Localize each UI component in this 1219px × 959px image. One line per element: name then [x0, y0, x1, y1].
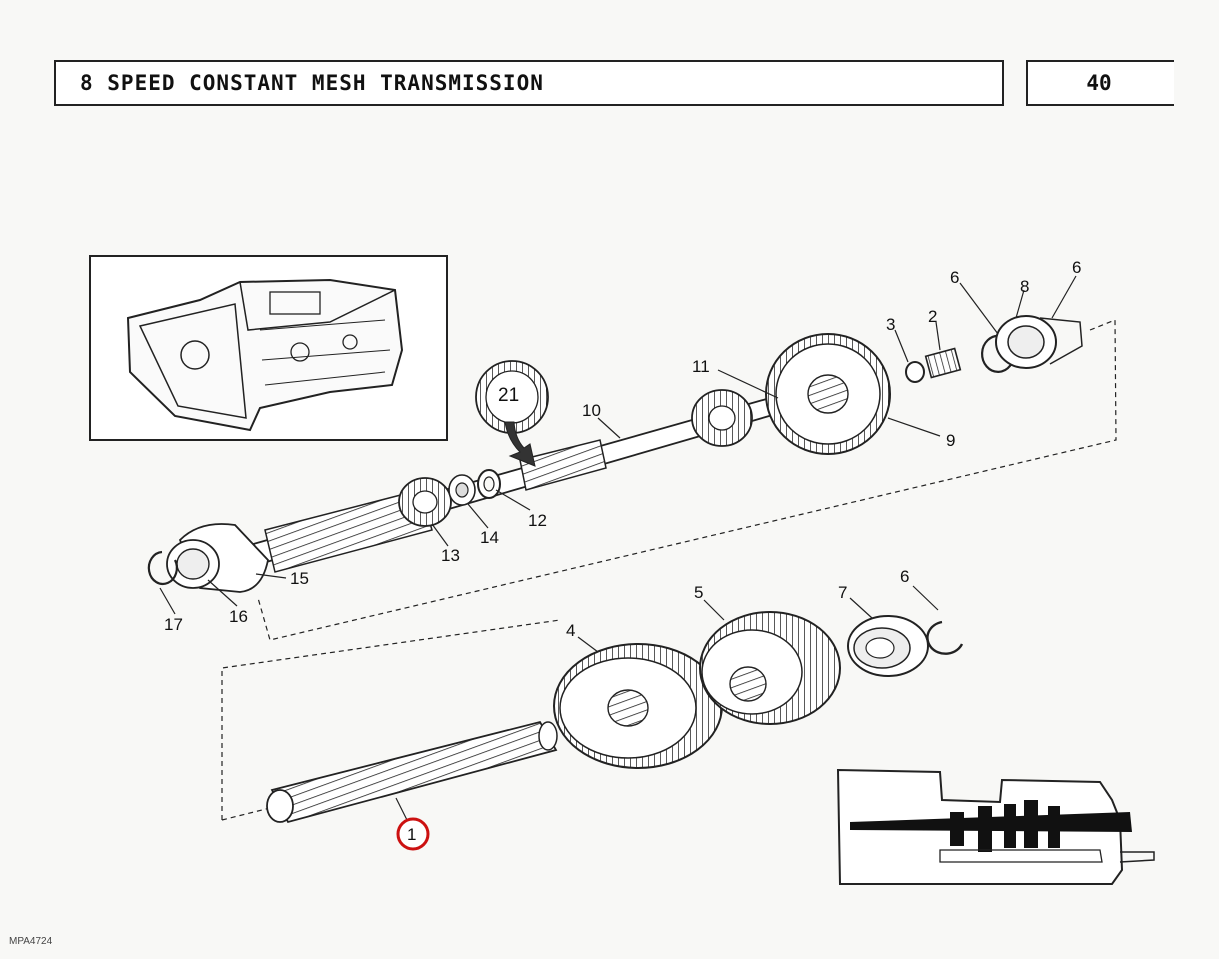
- callout-13: 13: [441, 546, 460, 565]
- callout-16: 16: [229, 607, 248, 626]
- callout-6-upper-right: 6: [1072, 258, 1081, 277]
- callout-12: 12: [528, 511, 547, 530]
- callout-4: 4: [566, 621, 575, 640]
- part-4-gear: [553, 643, 723, 769]
- part-6-circlip-lower: [926, 620, 964, 655]
- callout-2: 2: [928, 307, 937, 326]
- lower-shaft-guide: [221, 619, 561, 821]
- highlight-ring: [396, 817, 430, 851]
- callout-9: 9: [946, 431, 955, 450]
- part-7-bearing: [847, 615, 929, 677]
- upper-shaft-guide: [257, 319, 1117, 641]
- cross-section-inset: [836, 768, 1155, 885]
- page-title: 8 SPEED CONSTANT MESH TRANSMISSION: [80, 71, 544, 95]
- callout-1-highlighted[interactable]: 1: [396, 817, 430, 851]
- callout-17: 17: [164, 615, 183, 634]
- callout-15: 15: [290, 569, 309, 588]
- callout-1: 1: [407, 825, 416, 844]
- upper-shaft-assembly: [147, 315, 1083, 593]
- callout-7: 7: [838, 583, 847, 602]
- callout-11: 11: [692, 357, 710, 376]
- callout-10: 10: [582, 401, 601, 420]
- reference-code: MPA4724: [9, 936, 53, 947]
- callout-6-lower: 6: [900, 567, 909, 586]
- part-1-main-shaft: [266, 720, 558, 824]
- page-number-box: 40: [1026, 60, 1174, 106]
- callout-3: 3: [886, 315, 895, 334]
- callout-5: 5: [694, 583, 703, 602]
- callout-6-upper-left: 6: [950, 268, 959, 287]
- callout-14: 14: [480, 528, 499, 547]
- page-number: 40: [1086, 71, 1112, 95]
- title-box: 8 SPEED CONSTANT MESH TRANSMISSION: [54, 60, 1004, 106]
- part-21-gear: [475, 360, 549, 467]
- housing-inset: [89, 255, 448, 441]
- part-5-gear: [699, 611, 841, 725]
- callout-8: 8: [1020, 277, 1029, 296]
- callout-21: 21: [498, 385, 519, 406]
- leader-lines: [159, 275, 1077, 823]
